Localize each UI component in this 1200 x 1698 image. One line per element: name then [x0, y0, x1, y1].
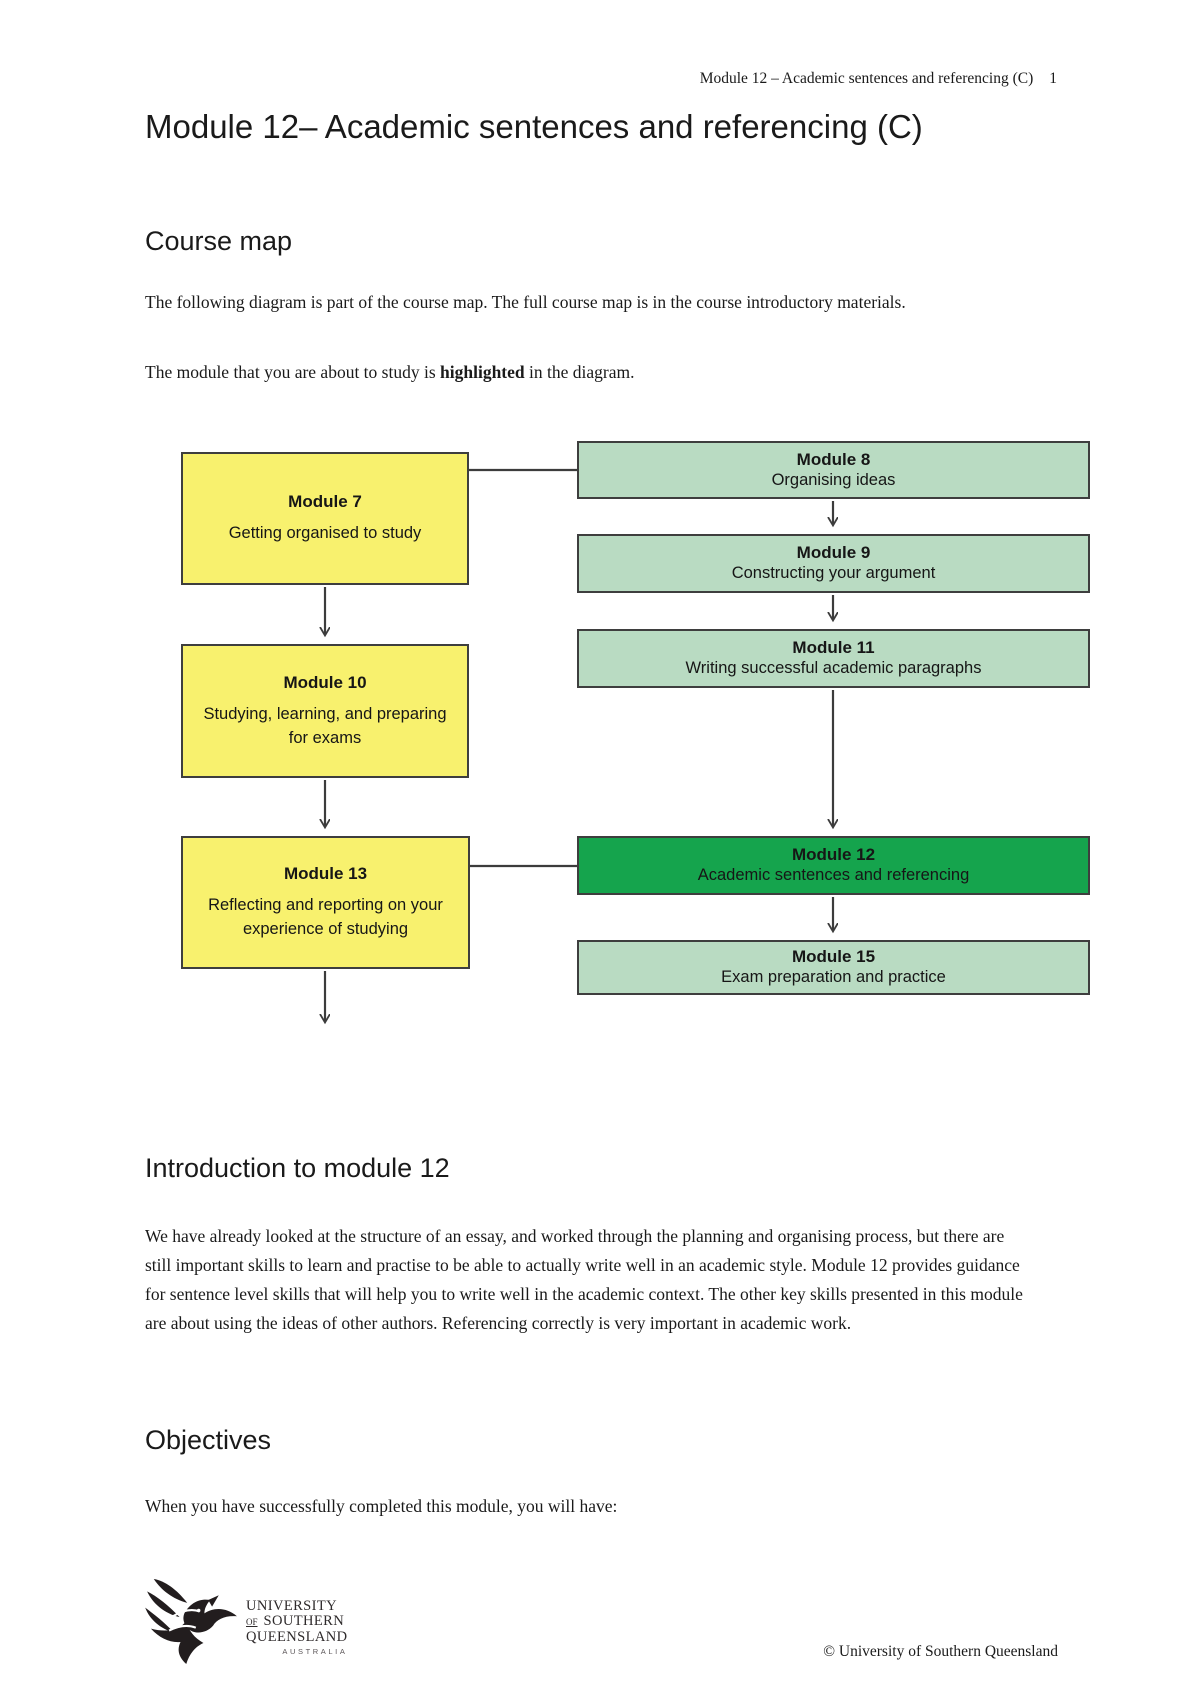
- introduction-heading: Introduction to module 12: [145, 1153, 450, 1183]
- copyright-notice: © University of Southern Queensland: [823, 1643, 1058, 1660]
- course-map-paragraph-1: The following diagram is part of the cou…: [145, 292, 906, 312]
- course-map-diagram: Module 7 Getting organised to study Modu…: [0, 430, 1200, 1042]
- introduction-paragraph: We have already looked at the structure …: [145, 1226, 1023, 1333]
- module-box-subtitle: Organising ideas: [771, 470, 896, 489]
- running-header-title: Module 12 – Academic sentences and refer…: [699, 70, 1034, 87]
- module-box-title: Module 12: [791, 845, 876, 864]
- module-10-box: Module 10 Studying, learning, and prepar…: [181, 644, 469, 778]
- module-9-box: Module 9 Constructing your argument: [577, 534, 1090, 593]
- running-header: Module 12 – Academic sentences and refer…: [700, 70, 1057, 88]
- module-12-box-highlighted: Module 12 Academic sentences and referen…: [577, 836, 1090, 895]
- module-box-title: Module 8: [796, 449, 871, 469]
- module-box-title: Module 10: [283, 672, 367, 692]
- usq-logo: UNIVERSITY OF SOUTHERN QUEENSLAND AUSTRA…: [140, 1578, 347, 1664]
- module-box-subtitle: Writing successful academic paragraphs: [685, 659, 982, 677]
- course-map-heading: Course map: [145, 226, 293, 256]
- module-7-box: Module 7 Getting organised to study: [181, 452, 469, 585]
- module-box-subtitle: Reflecting and reporting on your experie…: [208, 896, 443, 938]
- usq-logo-text: UNIVERSITY OF SOUTHERN QUEENSLAND AUSTRA…: [246, 1598, 348, 1657]
- logo-line-queensland: QUEENSLAND: [246, 1629, 348, 1645]
- module-box-title: Module 7: [288, 492, 362, 511]
- page-title: Module 12– Academic sentences and refere…: [145, 108, 923, 145]
- page-number: 1: [1049, 70, 1057, 87]
- module-box-subtitle: Exam preparation and practice: [721, 968, 946, 986]
- logo-word-southern: SOUTHERN: [263, 1613, 345, 1629]
- module-box-subtitle: Academic sentences and referencing: [697, 866, 970, 884]
- course-map-paragraph-2: The module that you are about to study i…: [145, 358, 1045, 387]
- paragraph-text: in the diagram.: [524, 362, 635, 382]
- module-13-box: Module 13 Reflecting and reporting on yo…: [181, 836, 470, 969]
- module-box-subtitle: Getting organised to study: [228, 524, 422, 542]
- logo-word-of: OF: [246, 1617, 258, 1627]
- logo-line-university: UNIVERSITY: [246, 1598, 337, 1614]
- phoenix-icon: [145, 1578, 237, 1664]
- module-box-subtitle: Studying, learning, and preparing for ex…: [203, 704, 447, 747]
- module-box-title: Module 15: [791, 947, 876, 966]
- logo-line-of-southern: OF SOUTHERN: [246, 1614, 347, 1630]
- module-box-title: Module 13: [283, 864, 368, 883]
- module-15-box: Module 15 Exam preparation and practice: [577, 940, 1090, 995]
- paragraph-text: The module that you are about to study i…: [145, 362, 441, 382]
- objectives-paragraph: When you have successfully completed thi…: [145, 1496, 618, 1516]
- module-box-subtitle: Constructing your argument: [731, 564, 936, 582]
- diagram-connectors: [0, 468, 1200, 1042]
- objectives-heading: Objectives: [145, 1425, 272, 1455]
- module-box-title: Module 9: [796, 543, 871, 562]
- highlighted-word: highlighted: [440, 362, 525, 382]
- module-11-box: Module 11 Writing successful academic pa…: [577, 629, 1090, 688]
- module-8-box: Module 8 Organising ideas: [577, 441, 1090, 499]
- logo-line-australia: AUSTRALIA: [282, 1647, 348, 1656]
- module-box-title: Module 11: [792, 638, 875, 657]
